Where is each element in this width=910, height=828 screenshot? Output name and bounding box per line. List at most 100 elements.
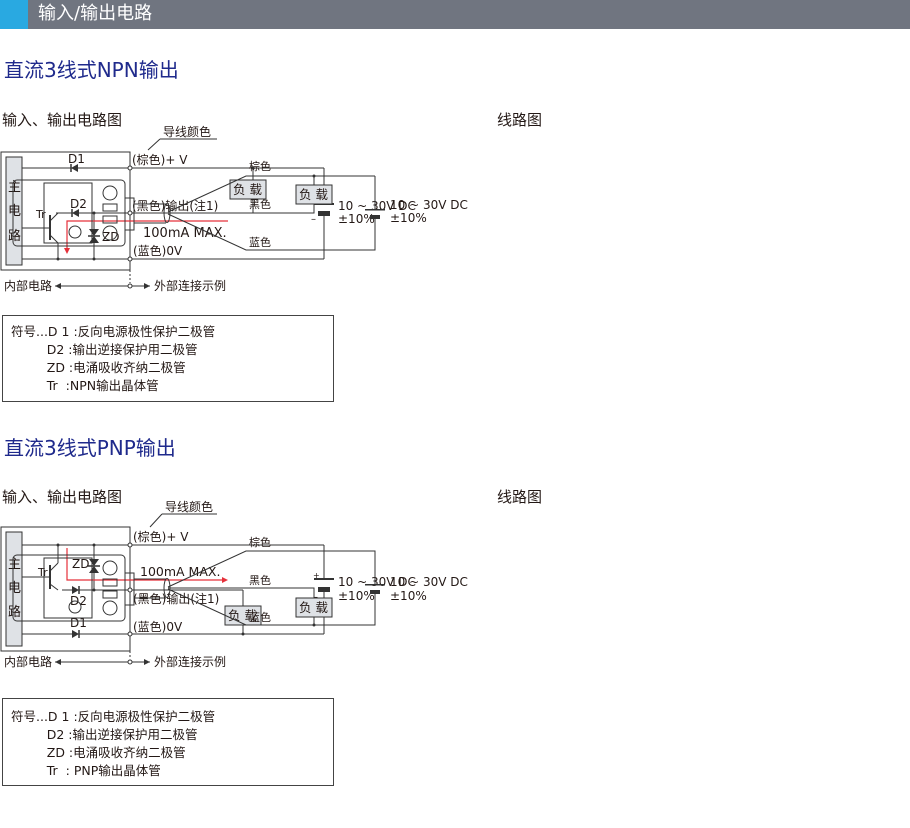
external-label: 外部连接示例 bbox=[154, 278, 226, 293]
legend-row: D2 :输出逆接保护用二极管 bbox=[11, 727, 198, 742]
pnp-wiring-diagram: 棕色 黑色 蓝色 负 载 10 ~ 30V DC ±10% bbox=[12, 535, 468, 627]
battery-plate-short bbox=[370, 590, 380, 594]
npn-circuit-diagram: 导线颜色 主 电 路 D1 D2 Tr ZD (棕色)+ V (黑色)输出(注1… bbox=[0, 124, 416, 293]
section-header: 输入/输出电路 bbox=[0, 0, 910, 29]
npn-circuit-title: 输入、输出电路图 bbox=[2, 111, 123, 129]
load-label: 负 载 bbox=[299, 187, 328, 202]
supply-tolerance: ±10% bbox=[390, 211, 427, 225]
sensor-indicator bbox=[68, 600, 82, 614]
arrow-left-icon bbox=[55, 283, 61, 289]
diode-d2-icon bbox=[72, 586, 79, 594]
wire-color-leader bbox=[149, 513, 163, 528]
transistor-collector bbox=[49, 562, 59, 572]
sensor-knob-bottom bbox=[102, 600, 118, 616]
main-circuit-char: 路 bbox=[8, 604, 21, 620]
supply-voltage: 10 ~ 30V DC bbox=[390, 198, 468, 212]
plus-sign: + bbox=[313, 571, 320, 580]
black-wire bbox=[168, 204, 315, 214]
npn-symbol-legend: 符号...D 1 :反向电源极性保护二极管 D2 :输出逆接保护用二极管 ZD … bbox=[2, 315, 334, 402]
arrow-right-icon bbox=[144, 659, 150, 665]
blue-wire-label: 蓝色 bbox=[249, 235, 271, 249]
supply-tolerance: ±10% bbox=[338, 589, 375, 603]
terminal-blue bbox=[127, 256, 133, 262]
main-circuit-char: 主 bbox=[8, 557, 21, 572]
load-box bbox=[229, 179, 267, 200]
internal-label: 内部电路 bbox=[4, 654, 52, 669]
black-label: (黑色)输出(注1) bbox=[132, 198, 218, 213]
wire-color-label: 导线颜色 bbox=[165, 499, 213, 514]
d1-label: D1 bbox=[68, 152, 85, 166]
supply-tolerance: ±10% bbox=[338, 212, 375, 226]
sensor-window bbox=[43, 182, 93, 244]
brown-wire bbox=[167, 550, 376, 588]
diode-d2-icon bbox=[72, 209, 79, 217]
minus-sign: – bbox=[311, 214, 316, 225]
terminal-black bbox=[127, 210, 133, 216]
current-arrow-icon bbox=[222, 577, 228, 583]
battery-plate-long bbox=[365, 209, 385, 211]
tr-label: Tr bbox=[37, 566, 48, 579]
sensor-knob-top bbox=[102, 185, 118, 201]
terminal-blue bbox=[127, 631, 133, 637]
blue-label: (蓝色)0V bbox=[133, 244, 183, 258]
zd-label: ZD bbox=[72, 557, 89, 571]
brown-wire-label: 棕色 bbox=[249, 159, 271, 173]
header-title: 输入/输出电路 bbox=[38, 3, 153, 24]
main-circuit-char: 主 bbox=[8, 180, 21, 195]
arrow-left-icon bbox=[55, 659, 61, 665]
legend-row: ZD :电涌吸收齐纳二极管 bbox=[11, 745, 186, 760]
npn-wiring-title: 线路图 bbox=[497, 111, 543, 129]
wire-color-leader bbox=[147, 138, 161, 151]
brown-wire bbox=[167, 175, 323, 213]
sensor-body bbox=[12, 554, 126, 622]
main-circuit-char: 电 bbox=[8, 581, 21, 596]
sensor-indicator bbox=[68, 225, 82, 239]
npn-wiring-diagram: 棕色 黑色 蓝色 负 载 10 ~ 30V DC ±10% bbox=[12, 159, 468, 251]
terminal-black bbox=[127, 587, 133, 593]
sensor-knob-bottom bbox=[102, 225, 118, 241]
current-arrow-icon bbox=[64, 248, 70, 254]
pnp-wiring-title: 线路图 bbox=[497, 488, 543, 506]
load-label: 负 载 bbox=[233, 182, 262, 197]
d2-label: D2 bbox=[70, 197, 87, 211]
black-wire-label: 黑色 bbox=[249, 197, 271, 211]
black-wire bbox=[168, 587, 315, 598]
main-circuit-char: 路 bbox=[8, 228, 21, 244]
legend-row: Tr :NPN输出晶体管 bbox=[11, 378, 159, 393]
cable-gland bbox=[124, 197, 135, 231]
supply-voltage: 10 ~ 30V DC bbox=[338, 575, 416, 589]
brown-label: (棕色)+ V bbox=[132, 152, 188, 167]
transistor-emitter bbox=[49, 234, 59, 244]
pnp-circuit-diagram: 导线颜色 主 电 路 Tr ZD D2 D1 (棕色)+ V 100mA MAX… bbox=[0, 499, 416, 669]
sensor-window bbox=[43, 557, 93, 619]
legend-row: 符号...D 1 :反向电源极性保护二极管 bbox=[11, 709, 216, 724]
load-box bbox=[295, 597, 333, 618]
battery-plate-long bbox=[365, 584, 385, 586]
brown-wire-label: 棕色 bbox=[249, 535, 271, 549]
current-label: 100mA MAX. bbox=[140, 564, 220, 579]
black-wire-label: 黑色 bbox=[249, 573, 271, 587]
main-circuit-panel bbox=[5, 531, 23, 647]
load-box bbox=[295, 184, 333, 205]
diode-d1-icon bbox=[72, 630, 79, 638]
supply-tolerance: ±10% bbox=[390, 589, 427, 603]
external-label: 外部连接示例 bbox=[154, 654, 226, 669]
current-path bbox=[66, 548, 224, 581]
internal-label: 内部电路 bbox=[4, 278, 52, 293]
pnp-symbol-legend: 符号...D 1 :反向电源极性保护二极管 D2 :输出逆接保护用二极管 ZD … bbox=[2, 698, 334, 786]
brown-label: (棕色)+ V bbox=[133, 529, 189, 544]
battery-plate-short bbox=[318, 587, 330, 592]
battery-plate-long bbox=[314, 578, 334, 580]
current-path bbox=[66, 220, 228, 250]
tr-label: Tr bbox=[35, 208, 46, 221]
main-circuit-char: 电 bbox=[8, 204, 21, 219]
supply-voltage: 10 ~ 30V DC bbox=[390, 575, 468, 589]
transistor-emitter bbox=[49, 583, 59, 591]
header-accent-bar bbox=[0, 0, 28, 29]
current-label: 100mA MAX. bbox=[143, 226, 227, 241]
d2-label: D2 bbox=[70, 594, 87, 608]
legend-row: 符号...D 1 :反向电源极性保护二极管 bbox=[11, 324, 216, 339]
diode-d1-icon bbox=[71, 164, 78, 172]
load-label: 负 载 bbox=[299, 600, 328, 615]
battery-plate-short bbox=[318, 211, 330, 216]
